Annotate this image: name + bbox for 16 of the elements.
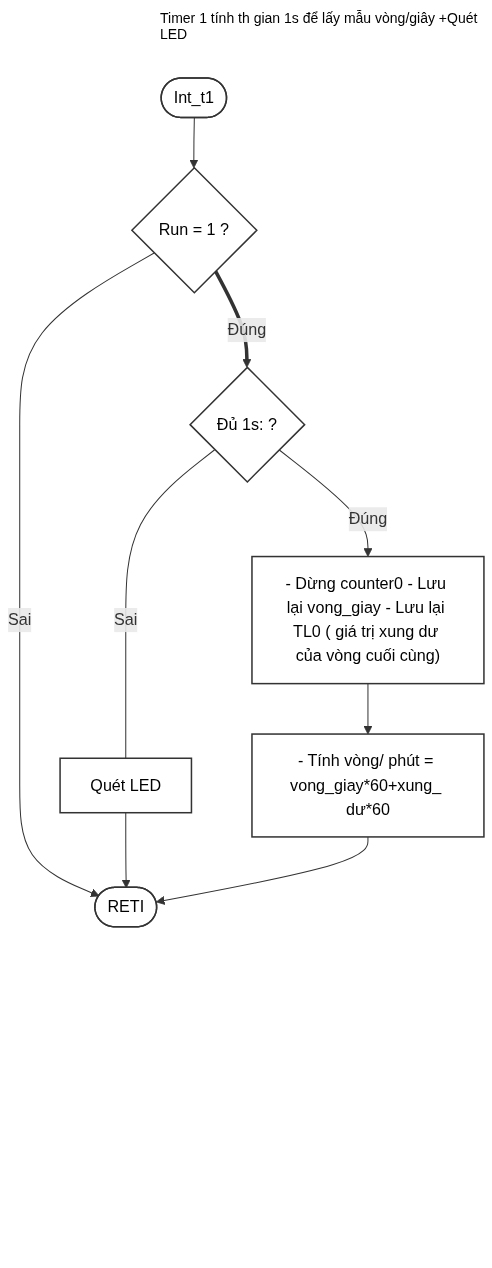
edge-label: Sai	[114, 611, 138, 629]
edge-label: Đúng	[348, 510, 388, 528]
node-box: - Dừng counter0 - Lưu lại vong_giay - Lưu lại TL0 ( giá trị xung dư của vòng cuối cùng)	[251, 555, 485, 685]
edge-label: Đúng	[227, 320, 267, 339]
node-diamond: Run = 1 ?	[130, 166, 258, 294]
note-text: Timer 1 tính th gian 1s để lấy mẫu vòng/giây +Quét LED	[160, 10, 479, 42]
arrow	[155, 836, 369, 905]
arrow	[363, 683, 373, 735]
arrow	[121, 812, 131, 889]
connector	[125, 449, 216, 759]
arrow	[189, 117, 199, 169]
arrow	[19, 252, 155, 897]
node-box: Quét LED	[59, 757, 193, 814]
edge-label: Sai	[8, 611, 32, 629]
node-box: - Tính vòng/ phút = vong_giay*60+xung_ dư*60	[251, 733, 485, 838]
node-diamond: Đủ 1s: ?	[189, 366, 306, 483]
